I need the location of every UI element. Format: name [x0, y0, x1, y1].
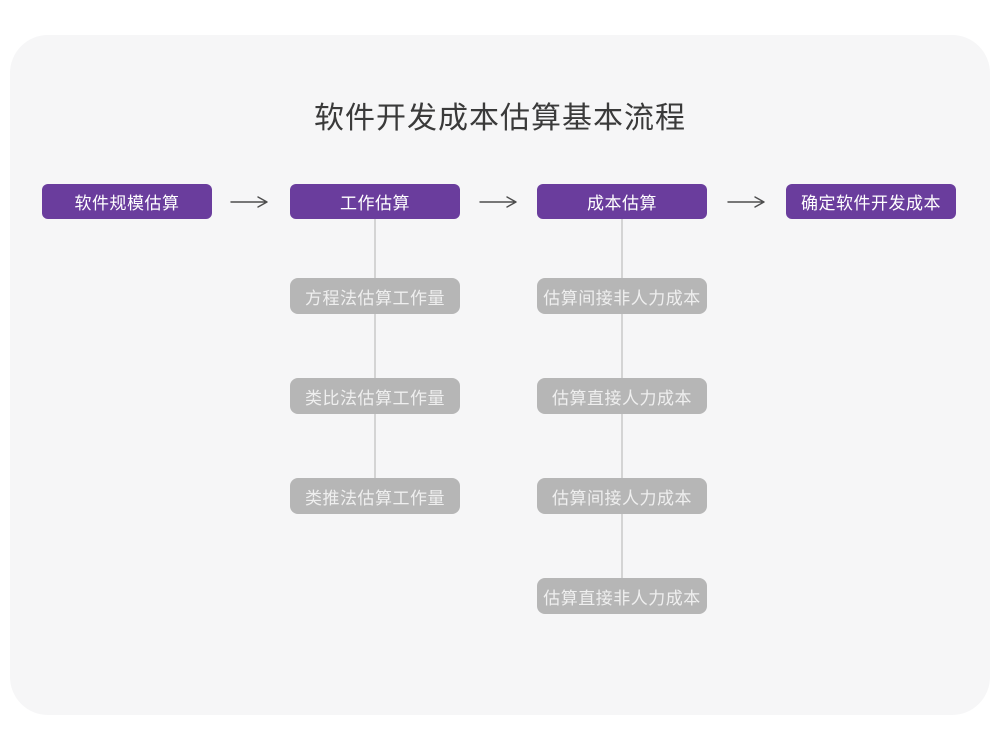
page-title: 软件开发成本估算基本流程 [314, 102, 686, 135]
arrow-right-icon [230, 196, 268, 208]
stage-node-software-scale-estimation: 软件规模估算 [42, 184, 212, 219]
connector-line-effort-column [374, 218, 376, 482]
substep-equation-method-effort: 方程法估算工作量 [290, 278, 460, 314]
substep-direct-nonlabor-cost: 估算直接非人力成本 [537, 578, 707, 614]
substep-analogy-method-effort: 类比法估算工作量 [290, 378, 460, 414]
stage-node-determine-development-cost: 确定软件开发成本 [786, 184, 956, 219]
substep-extrapolation-method-effort: 类推法估算工作量 [290, 478, 460, 514]
arrow-right-icon [479, 196, 517, 208]
stage-node-cost-estimation: 成本估算 [537, 184, 707, 219]
substep-direct-labor-cost: 估算直接人力成本 [537, 378, 707, 414]
substep-indirect-nonlabor-cost: 估算间接非人力成本 [537, 278, 707, 314]
substep-indirect-labor-cost: 估算间接人力成本 [537, 478, 707, 514]
arrow-right-icon [727, 196, 765, 208]
stage-node-effort-estimation: 工作估算 [290, 184, 460, 219]
flow-card [10, 35, 990, 715]
